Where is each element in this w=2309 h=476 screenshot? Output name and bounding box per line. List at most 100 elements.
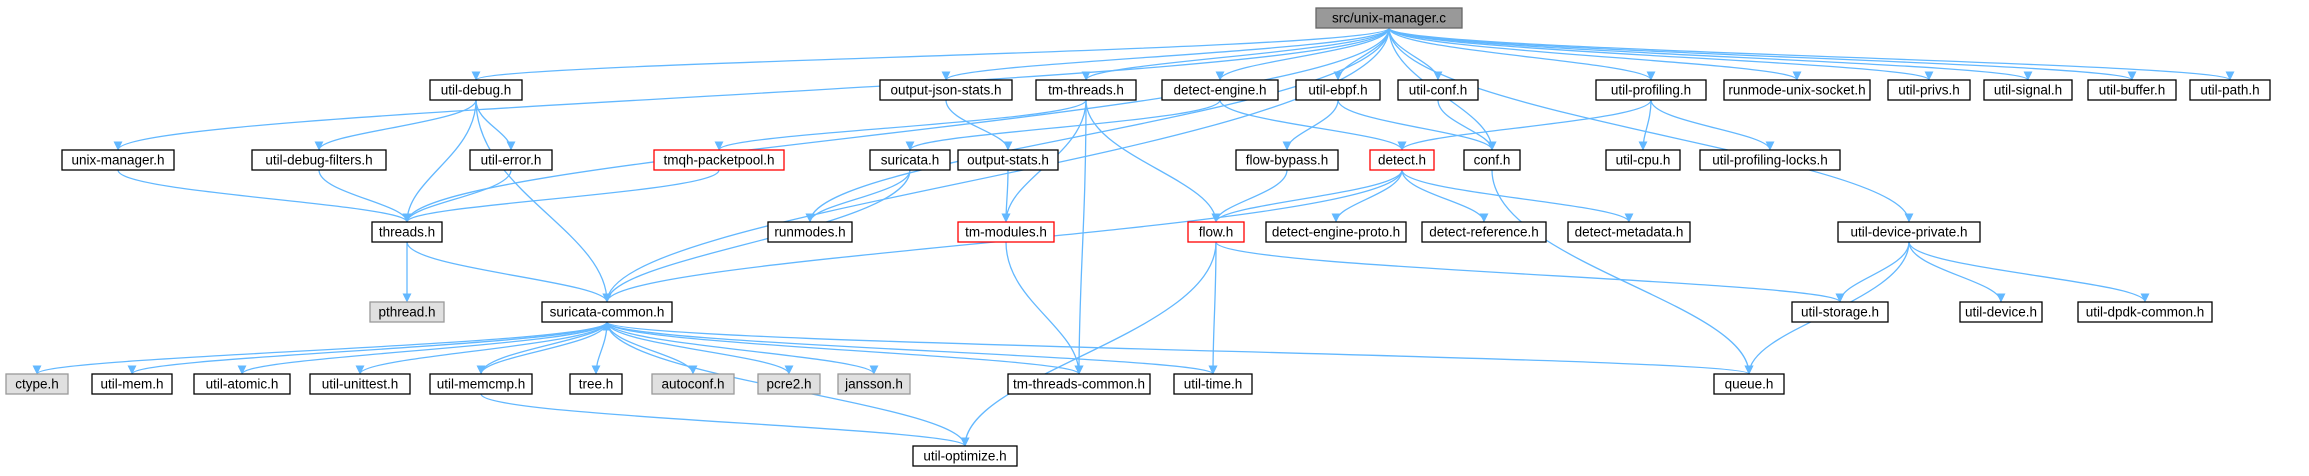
graph-node-runmodes-h[interactable]: runmodes.h xyxy=(767,221,853,243)
graph-node-util-ebpf-h[interactable]: util-ebpf.h xyxy=(1295,79,1381,101)
edge-util-profiling-h-to-util-profiling-locks-h xyxy=(1650,99,1775,151)
edge-unix-manager-c-to-threads-h xyxy=(402,27,1390,223)
node-label: util-unittest.h xyxy=(322,377,399,392)
graph-node-util-profiling-locks-h[interactable]: util-profiling-locks.h xyxy=(1699,149,1841,171)
graph-node-util-optimize-h[interactable]: util-optimize.h xyxy=(912,445,1018,467)
graph-node-util-signal-h[interactable]: util-signal.h xyxy=(1983,79,2073,101)
edge-suricata-common-h-to-util-time-h xyxy=(606,321,1218,375)
node-label: detect-engine.h xyxy=(1173,83,1266,98)
graph-node-pcre2-h[interactable]: pcre2.h xyxy=(757,373,821,395)
edge-detect-h-to-detect-reference-h xyxy=(1401,169,1489,223)
graph-node-output-stats-h[interactable]: output-stats.h xyxy=(957,149,1059,171)
graph-node-autoconf-h[interactable]: autoconf.h xyxy=(651,373,735,395)
edge-suricata-h-to-suricata-common-h xyxy=(602,169,911,303)
graph-node-tmqh-packetpool-h[interactable]: tmqh-packetpool.h xyxy=(653,149,785,171)
graph-node-flow-bypass-h[interactable]: flow-bypass.h xyxy=(1235,149,1339,171)
graph-node-util-profiling-h[interactable]: util-profiling.h xyxy=(1595,79,1707,101)
graph-node-threads-h[interactable]: threads.h xyxy=(371,221,443,243)
edge-suricata-common-h-to-util-unittest-h xyxy=(355,321,608,375)
graph-node-util-path-h[interactable]: util-path.h xyxy=(2189,79,2271,101)
graph-node-util-debug-filters-h[interactable]: util-debug-filters.h xyxy=(251,149,387,171)
graph-node-util-device-private-h[interactable]: util-device-private.h xyxy=(1837,221,1981,243)
graph-node-suricata-h[interactable]: suricata.h xyxy=(869,149,951,171)
graph-node-util-cpu-h[interactable]: util-cpu.h xyxy=(1605,149,1681,171)
graph-node-runmode-unix-socket-h[interactable]: runmode-unix-socket.h xyxy=(1723,79,1871,101)
graph-node-ctype-h[interactable]: ctype.h xyxy=(5,373,69,395)
edge-unix-manager-c-to-suricata-common-h xyxy=(602,27,1390,303)
node-box xyxy=(371,221,443,243)
graph-node-jansson-h[interactable]: jansson.h xyxy=(837,373,911,395)
graph-node-util-conf-h[interactable]: util-conf.h xyxy=(1397,79,1479,101)
graph-node-util-mem-h[interactable]: util-mem.h xyxy=(91,373,173,395)
graph-node-util-device-h[interactable]: util-device.h xyxy=(1959,301,2043,323)
node-box xyxy=(429,79,523,101)
graph-node-output-json-stats-h[interactable]: output-json-stats.h xyxy=(879,79,1013,101)
node-box xyxy=(837,373,911,395)
graph-node-tm-modules-h[interactable]: tm-modules.h xyxy=(957,221,1055,243)
graph-node-tm-threads-common-h[interactable]: tm-threads-common.h xyxy=(1007,373,1151,395)
graph-node-tree-h[interactable]: tree.h xyxy=(569,373,623,395)
graph-node-suricata-common-h[interactable]: suricata-common.h xyxy=(541,301,673,323)
graph-node-detect-engine-h[interactable]: detect-engine.h xyxy=(1161,79,1279,101)
node-box xyxy=(569,373,623,395)
edge-util-debug-h-to-threads-h xyxy=(402,99,477,223)
edge-output-json-stats-h-to-output-stats-h xyxy=(945,99,1013,151)
edge-util-memcmp-h-to-util-optimize-h xyxy=(480,393,970,447)
node-box xyxy=(1007,373,1151,395)
graph-node-detect-engine-proto-h[interactable]: detect-engine-proto.h xyxy=(1265,221,1407,243)
graph-node-detect-metadata-h[interactable]: detect-metadata.h xyxy=(1567,221,1691,243)
graph-node-detect-h[interactable]: detect.h xyxy=(1369,149,1435,171)
node-label: util-path.h xyxy=(2200,83,2259,98)
node-label: unix-manager.h xyxy=(71,153,164,168)
graph-node-tm-threads-h[interactable]: tm-threads.h xyxy=(1035,79,1137,101)
node-box xyxy=(1295,79,1381,101)
edge-tm-threads-h-to-tmqh-packetpool-h xyxy=(714,99,1087,151)
graph-node-detect-reference-h[interactable]: detect-reference.h xyxy=(1421,221,1547,243)
edge-unix-manager-c-to-util-device-private-h xyxy=(1388,27,1914,223)
edge-util-device-private-h-to-util-dpdk-common-h xyxy=(1908,241,2150,303)
nodes-layer: src/unix-manager.c unix-manager.h util-deb… xyxy=(5,7,2271,467)
edge-util-device-private-h-to-util-device-h xyxy=(1908,241,2006,303)
graph-node-util-dpdk-common-h[interactable]: util-dpdk-common.h xyxy=(2077,301,2213,323)
node-label: tmqh-packetpool.h xyxy=(663,153,774,168)
graph-node-util-privs-h[interactable]: util-privs.h xyxy=(1887,79,1971,101)
node-box xyxy=(1699,149,1841,171)
edge-util-debug-h-to-util-error-h xyxy=(475,99,516,151)
graph-node-unix-manager-h[interactable]: unix-manager.h xyxy=(61,149,175,171)
edge-unix-manager-c-to-util-privs-h xyxy=(1388,27,1934,81)
node-label: util-signal.h xyxy=(1994,83,2062,98)
graph-node-unix-manager-c[interactable]: src/unix-manager.c xyxy=(1315,7,1463,29)
graph-node-util-error-h[interactable]: util-error.h xyxy=(469,149,553,171)
node-box xyxy=(1713,373,1785,395)
graph-node-util-buffer-h[interactable]: util-buffer.h xyxy=(2087,79,2177,101)
graph-node-util-time-h[interactable]: util-time.h xyxy=(1173,373,1253,395)
graph-node-util-debug-h[interactable]: util-debug.h xyxy=(429,79,523,101)
node-label: flow-bypass.h xyxy=(1246,153,1329,168)
edge-tm-modules-h-to-tm-threads-common-h xyxy=(1005,241,1084,375)
edge-flow-h-to-util-storage-h xyxy=(1215,241,1845,303)
graph-node-flow-h[interactable]: flow.h xyxy=(1187,221,1245,243)
node-box xyxy=(1983,79,2073,101)
node-label: util-atomic.h xyxy=(206,377,279,392)
graph-node-queue-h[interactable]: queue.h xyxy=(1713,373,1785,395)
graph-node-util-unittest-h[interactable]: util-unittest.h xyxy=(309,373,411,395)
edge-suricata-common-h-to-util-mem-h xyxy=(127,321,608,375)
node-label: runmode-unix-socket.h xyxy=(1728,83,1865,98)
edge-unix-manager-c-to-util-path-h xyxy=(1388,27,2235,81)
node-box xyxy=(1791,301,1889,323)
graph-node-pthread-h[interactable]: pthread.h xyxy=(369,301,445,323)
edge-detect-h-to-detect-engine-proto-h xyxy=(1331,169,1403,223)
node-box xyxy=(1463,149,1521,171)
graph-node-conf-h[interactable]: conf.h xyxy=(1463,149,1521,171)
edge-suricata-common-h-to-ctype-h xyxy=(32,321,608,375)
node-label: ctype.h xyxy=(15,377,59,392)
graph-node-util-atomic-h[interactable]: util-atomic.h xyxy=(193,373,291,395)
edge-util-debug-h-to-util-debug-filters-h xyxy=(314,99,477,151)
graph-node-util-storage-h[interactable]: util-storage.h xyxy=(1791,301,1889,323)
node-box xyxy=(429,373,533,395)
node-label: util-ebpf.h xyxy=(1308,83,1367,98)
graph-node-util-memcmp-h[interactable]: util-memcmp.h xyxy=(429,373,533,395)
node-label: tm-modules.h xyxy=(965,225,1047,240)
node-label: util-mem.h xyxy=(100,377,163,392)
